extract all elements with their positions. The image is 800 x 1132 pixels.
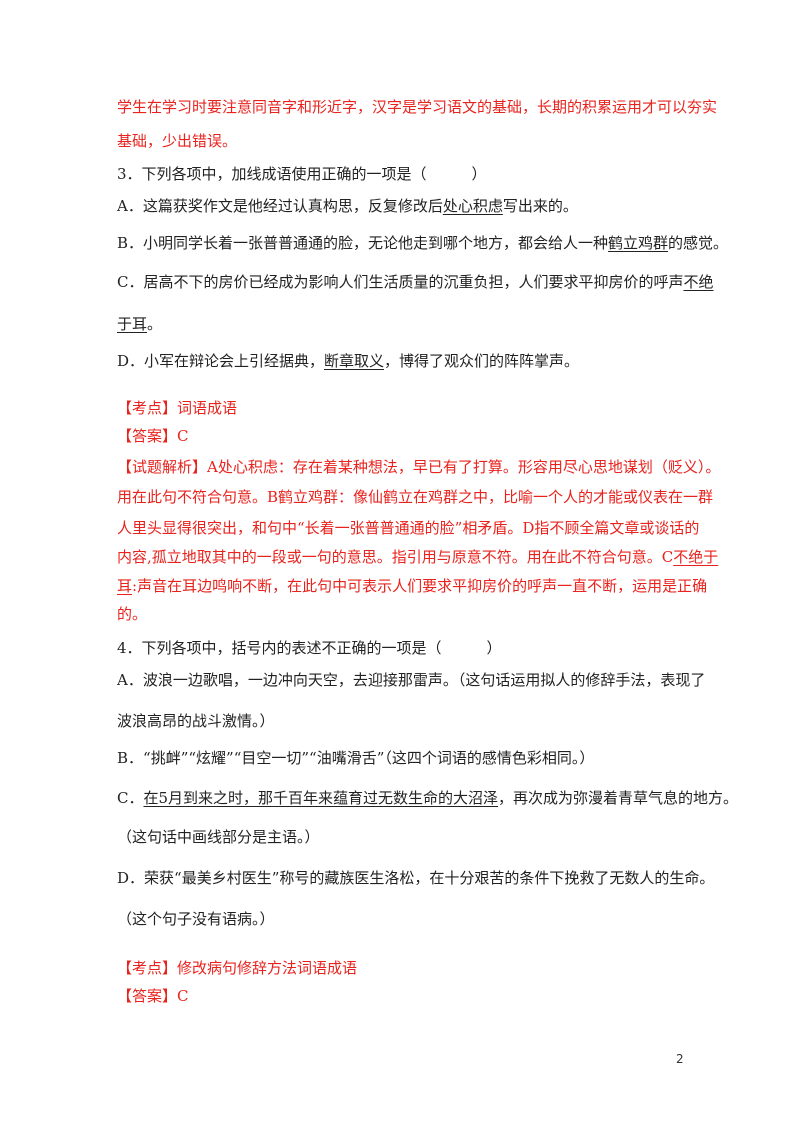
q4-option-d-line1: D．荣获“最美乡村医生”称号的藏族医生洛松，在十分艰苦的条件下挽救了无数人的生命…: [117, 869, 715, 887]
q3-explanation-idiom-part2: 耳: [117, 577, 133, 595]
q4-c-text-end: ，再次成为弥漫着青草气息的地方。: [498, 789, 739, 807]
q3-explanation-line5: 耳:声音在耳边鸣响不断，在此句中可表示人们要求平抑房价的呼声一直不断，运用是正确: [117, 576, 707, 596]
q3-option-c-line2: 于耳。: [117, 314, 162, 334]
q3-d-text-end: ，博得了观众们的阵阵掌声。: [384, 352, 580, 370]
q4-option-b: B．“挑衅”“炫耀”“目空一切”“油嘴滑舌”（这四个词语的感情色彩相同。）: [117, 749, 595, 767]
intro-line-1: 学生在学习时要注意同音字和形近字，汉字是学习语文的基础，长期的积累运用才可以夯实: [117, 98, 718, 116]
q3-explanation-line4: 内容,孤立地取其中的一段或一句的意思。指引用与原意不符。用在此不符合句意。C不绝…: [117, 547, 718, 567]
q4-option-d-line2: （这个句子没有语病。）: [117, 910, 275, 928]
q3-option-c-line1: C．居高不下的房价已经成为影响人们生活质量的沉重负担，人们要求平抑房价的呼声不绝: [117, 272, 714, 292]
page-number: 2: [676, 1052, 684, 1066]
q3-b-idiom: 鹤立鸡群: [608, 234, 669, 252]
q3-a-text: A．这篇获奖作文是他经过认真构思，反复修改后: [117, 197, 443, 215]
q3-b-text: B．小明同学长着一张普普通通的脸，无论他走到哪个地方，都会给人一种: [117, 234, 609, 252]
q3-explanation-line3: 人里头显得很突出，和句中“长着一张普普通通的脸”相矛盾。D指不顾全篇文章或谈话的: [117, 519, 700, 537]
q4-stem: 4．下列各项中，括号内的表述不正确的一项是（ ）: [117, 639, 502, 657]
q4-option-c-note: （这句话中画线部分是主语。）: [117, 828, 320, 846]
q3-c-text: C．居高不下的房价已经成为影响人们生活质量的沉重负担，人们要求平抑房价的呼声: [117, 273, 684, 291]
q3-c-text-end: 。: [147, 315, 163, 333]
q3-explanation-line6: 的。: [117, 605, 148, 623]
q3-a-idiom: 处心积虑: [442, 197, 503, 215]
q3-kaodian: 【考点】词语成语: [117, 399, 238, 417]
q4-c-label: C．: [117, 789, 144, 807]
q3-b-text-end: 的感觉。: [668, 234, 729, 252]
q4-c-underlined-subject: 在5月到来之时，那千百年来蕴育过无数生命的大沼泽: [143, 789, 499, 807]
q3-a-text-end: 写出来的。: [502, 197, 578, 215]
q4-option-c: C．在5月到来之时，那千百年来蕴育过无数生命的大沼泽，再次成为弥漫着青草气息的地…: [117, 788, 738, 808]
q3-explanation-text-cont: :声音在耳边鸣响不断，在此句中可表示人们要求平抑房价的呼声一直不断，运用是正确: [132, 577, 708, 595]
q3-stem: 3．下列各项中，加线成语使用正确的一项是（ ）: [117, 165, 487, 183]
q3-option-a: A．这篇获奖作文是他经过认真构思，反复修改后处心积虑写出来的。: [117, 196, 578, 216]
q3-c-idiom-part1: 不绝: [683, 273, 714, 291]
q3-c-idiom-part2: 于耳: [117, 315, 148, 333]
q4-answer: 【答案】C: [117, 987, 189, 1005]
intro-line-2: 基础，少出错误。: [117, 132, 238, 150]
q3-explanation-idiom-part1: 不绝于: [673, 548, 719, 566]
q3-explanation-line1: 【试题解析】A处心积虑：存在着某种想法，早已有了打算。形容用尽心思地谋划（贬义）…: [117, 458, 721, 476]
q3-answer: 【答案】C: [117, 427, 189, 445]
q3-d-idiom: 断章取义: [324, 352, 385, 370]
q4-kaodian: 【考点】修改病句修辞方法词语成语: [117, 959, 358, 977]
q4-option-a-line1: A．波浪一边歌唱，一边冲向天空，去迎接那雷声。（这句话运用拟人的修辞手法，表现了: [117, 671, 706, 689]
q3-explanation-line2: 用在此句不符合句意。B鹤立鸡群：像仙鹤立在鸡群之中，比喻一个人的才能或仪表在一群: [117, 488, 714, 506]
q3-option-b: B．小明同学长着一张普普通通的脸，无论他走到哪个地方，都会给人一种鹤立鸡群的感觉…: [117, 233, 728, 253]
q3-option-d: D．小军在辩论会上引经据典，断章取义，博得了观众们的阵阵掌声。: [117, 351, 579, 371]
q3-d-text: D．小军在辩论会上引经据典，: [117, 352, 325, 370]
q3-explanation-text: 内容,孤立地取其中的一段或一句的意思。指引用与原意不符。用在此不符合句意。C: [117, 548, 674, 566]
q4-option-a-line2: 波浪高昂的战斗激情。）: [117, 712, 275, 730]
